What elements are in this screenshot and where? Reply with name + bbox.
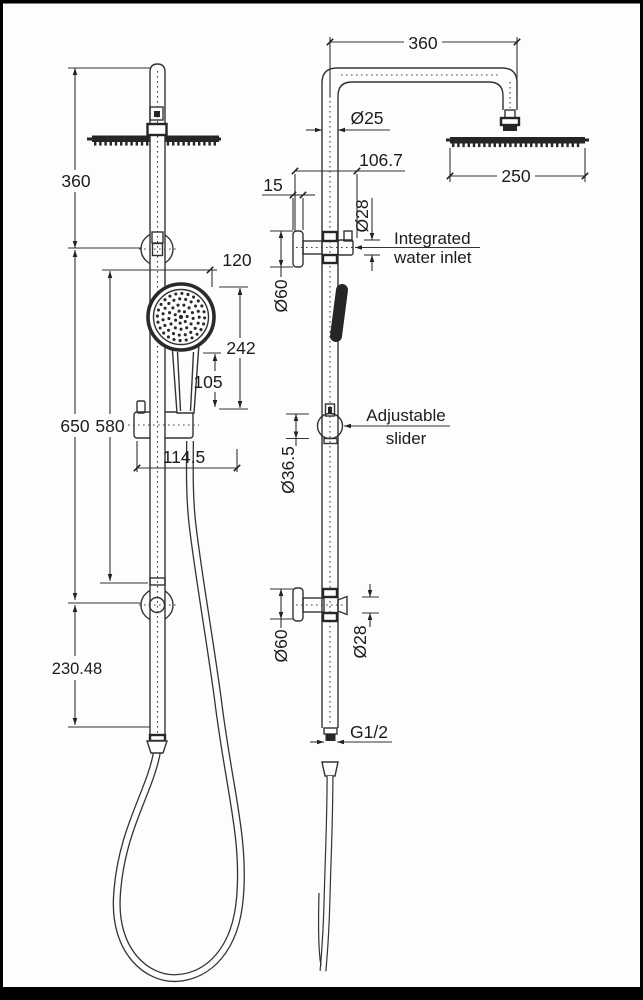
front-dim-105: 105 xyxy=(193,372,222,392)
side-label-slider-line2: slider xyxy=(386,429,427,448)
front-hand-shower-nozzles xyxy=(155,291,207,343)
side-label-inlet-line1: Integrated xyxy=(394,229,471,248)
front-view: 360 650 580 230.48 120 xyxy=(52,63,256,983)
side-inlet-joints xyxy=(321,230,339,265)
side-dim-36-5: Ø36.5 xyxy=(278,446,298,494)
front-upper-bracket-clamp xyxy=(139,231,176,257)
side-slider-knob xyxy=(323,403,338,445)
side-label-inlet-line2: water inlet xyxy=(393,248,472,267)
side-dim-106-7: 106.7 xyxy=(359,150,403,170)
side-dim-60-bot: Ø60 xyxy=(271,629,291,662)
side-dim-360: 360 xyxy=(408,33,437,53)
front-rail-bottom-outlet xyxy=(146,733,168,754)
side-hose xyxy=(317,761,339,972)
front-dim-580: 580 xyxy=(95,416,124,436)
side-dim-15: 15 xyxy=(263,175,282,195)
front-dim-650: 650 xyxy=(60,416,89,436)
side-dim-28-bot: Ø28 xyxy=(350,625,370,658)
side-view: 360 Ø25 106.7 15 Ø28 xyxy=(262,33,589,972)
side-plate-spray-nozzles xyxy=(452,143,580,148)
side-rail-and-arm xyxy=(321,67,518,728)
side-dim-250: 250 xyxy=(501,166,530,186)
front-dim-242: 242 xyxy=(226,338,255,358)
front-hand-shower-hose xyxy=(112,440,245,983)
front-lower-bracket-pivot xyxy=(139,577,176,614)
side-hand-shower-edge xyxy=(330,284,348,342)
front-dim-114-5: 114.5 xyxy=(163,447,206,467)
side-dim-60-top: Ø60 xyxy=(271,279,291,312)
side-integrated-water-inlet xyxy=(292,230,355,268)
front-overhead-arm-fitting xyxy=(146,106,168,137)
side-lower-bracket-joints xyxy=(321,587,339,623)
front-dimensions: 360 650 580 230.48 120 xyxy=(52,67,256,728)
side-rail-bottom-thread xyxy=(323,727,338,741)
side-dimensions: 360 Ø25 106.7 15 Ø28 xyxy=(262,33,589,745)
side-overhead-shower xyxy=(446,109,589,148)
side-dim-g12: G1/2 xyxy=(350,722,388,742)
side-label-slider-line1: Adjustable xyxy=(366,406,445,425)
side-dim-25: Ø25 xyxy=(350,108,383,128)
front-dim-120: 120 xyxy=(222,250,251,270)
front-dim-230-48: 230.48 xyxy=(52,660,102,678)
side-dim-28-top: Ø28 xyxy=(352,199,372,232)
front-hand-shower xyxy=(146,282,216,414)
front-dim-360: 360 xyxy=(61,171,90,191)
